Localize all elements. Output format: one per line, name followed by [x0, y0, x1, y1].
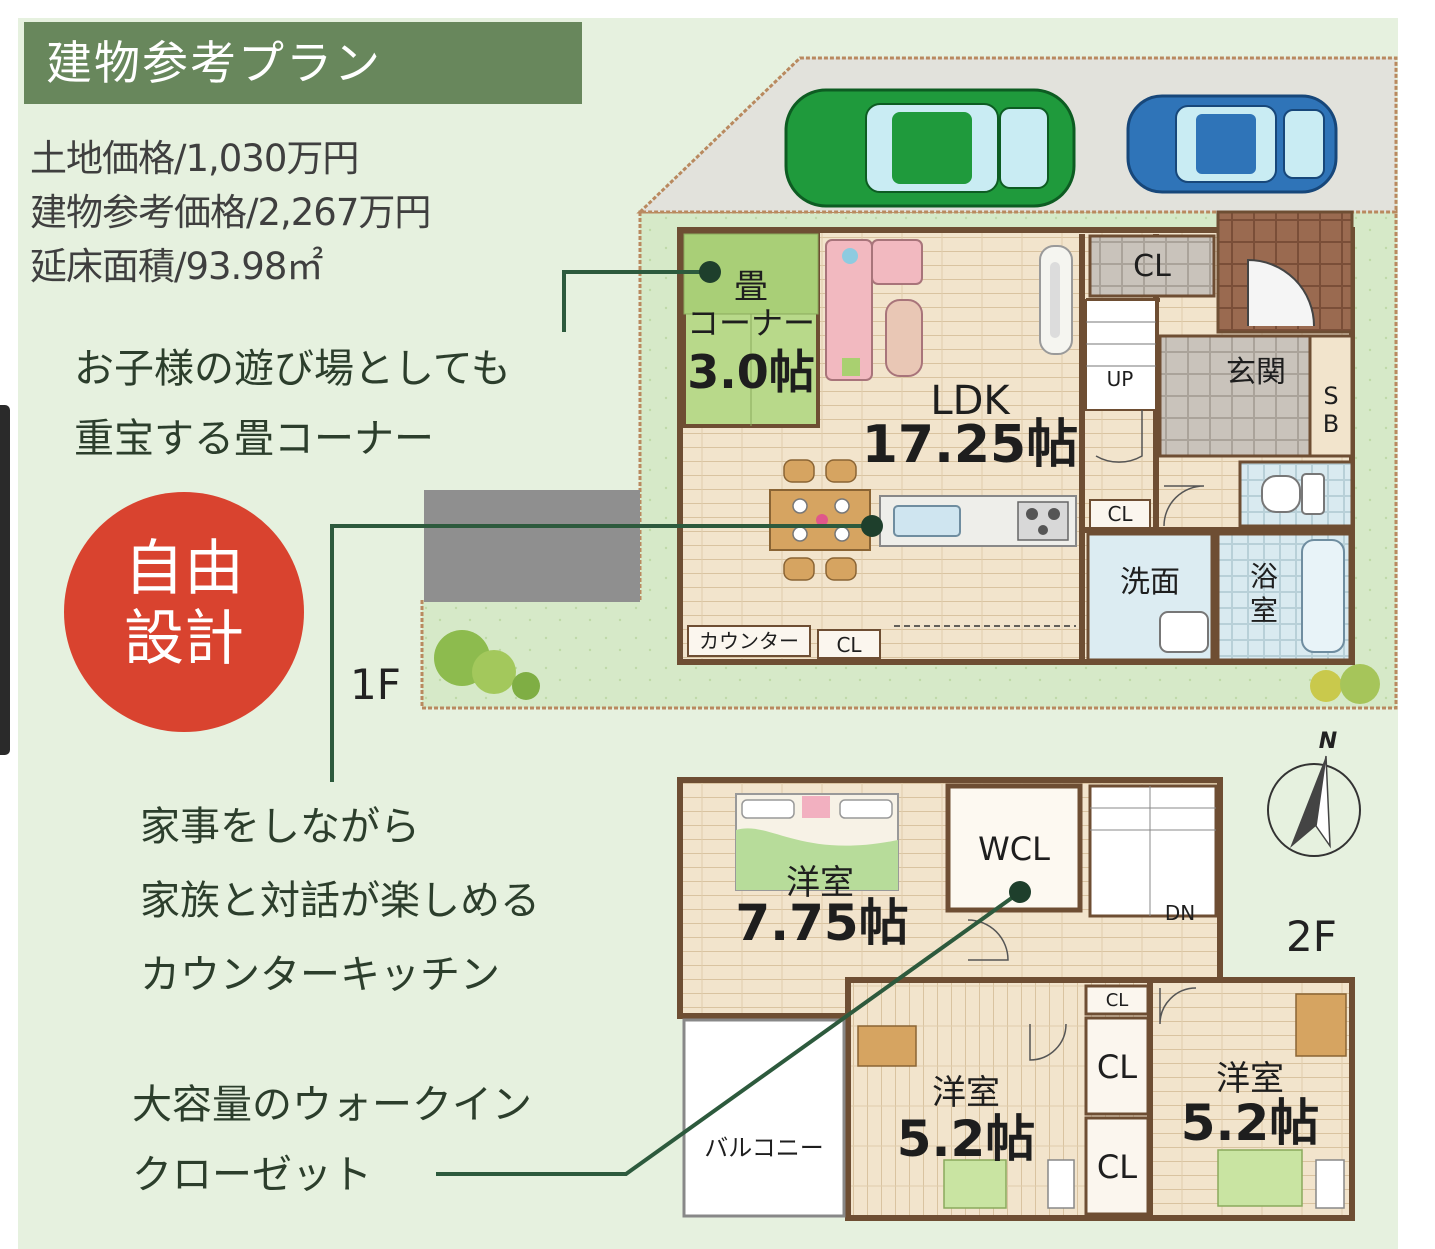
closet-callout-line1: 大容量のウォークイン	[132, 1082, 532, 1128]
cl-a-label: CL	[1106, 990, 1129, 1011]
room2-size: 5.2帖	[897, 1110, 1036, 1168]
closet-callout-line2: クローゼット	[132, 1152, 372, 1198]
kitchen-callout-line3: カウンターキッチン	[140, 952, 500, 998]
kitchen-counter-icon	[879, 495, 1077, 547]
genkan-label: 玄関	[1226, 355, 1286, 390]
blue-car-icon	[1126, 94, 1338, 194]
cl-b-label: CL	[1097, 1048, 1137, 1086]
kitchen-marker	[861, 515, 883, 537]
room3-size: 5.2帖	[1181, 1094, 1320, 1152]
room2-name: 洋室	[932, 1073, 1000, 1113]
floor-label-2f: 2F	[1286, 912, 1337, 961]
leader-lines	[330, 270, 1022, 1176]
free-design-badge: 自由 設計	[64, 492, 304, 732]
dining-table-icon	[769, 459, 871, 581]
land-price: 土地価格/1,030万円	[30, 137, 359, 180]
wcl-label: WCL	[978, 830, 1050, 868]
yoku-label2: 室	[1250, 594, 1278, 627]
edge-bar	[0, 405, 10, 755]
cl-c-label: CL	[1097, 1148, 1137, 1186]
tatami-marker	[699, 261, 721, 283]
senmen-label: 洗面	[1120, 565, 1180, 600]
dn-label: DN	[1165, 901, 1195, 925]
yoku-label1: 浴	[1250, 560, 1278, 593]
badge-line2: 設計	[124, 604, 244, 674]
badge-line1: 自由	[124, 534, 244, 604]
building-price: 建物参考価格/2,267万円	[30, 191, 431, 234]
compass-north: N	[1319, 729, 1337, 754]
sb-label-b: B	[1323, 410, 1339, 438]
up-label: UP	[1107, 367, 1134, 391]
bed-icon	[735, 793, 899, 891]
kitchen-callout-line1: 家事をしながら	[140, 804, 420, 850]
cl-top-label: CL	[1133, 249, 1171, 284]
page-title: 建物参考プラン	[24, 22, 582, 104]
room1-size: 7.75帖	[735, 894, 908, 952]
tatami-name2: コーナー	[687, 304, 815, 342]
counter-label: カウンター	[699, 629, 799, 653]
floor-area: 延床面積/93.98㎡	[30, 245, 323, 288]
room1-name: 洋室	[786, 863, 854, 903]
tatami-size: 3.0帖	[687, 345, 815, 399]
compass-icon: N	[1267, 729, 1361, 857]
green-car-icon	[784, 88, 1076, 208]
floor-label-1f: 1F	[350, 660, 401, 709]
room3-name: 洋室	[1216, 1059, 1284, 1099]
tatami-name1: 畳	[734, 267, 768, 307]
cl-bottom-label: CL	[836, 633, 862, 657]
ldk-size: 17.25帖	[862, 415, 1078, 475]
balcony-label: バルコニー	[704, 1134, 824, 1162]
tatami-callout-line2: 重宝する畳コーナー	[74, 416, 434, 462]
sofa-icon	[825, 239, 923, 381]
cl-small-label: CL	[1107, 502, 1133, 526]
sb-label-s: S	[1323, 382, 1338, 410]
closet-marker	[1009, 881, 1031, 903]
kitchen-callout-line2: 家族と対話が楽しめる	[140, 878, 540, 924]
tatami-callout-line1: お子様の遊び場としても	[74, 346, 511, 392]
shrub-icon	[434, 630, 1380, 704]
ldk-name: LDK	[930, 378, 1011, 424]
